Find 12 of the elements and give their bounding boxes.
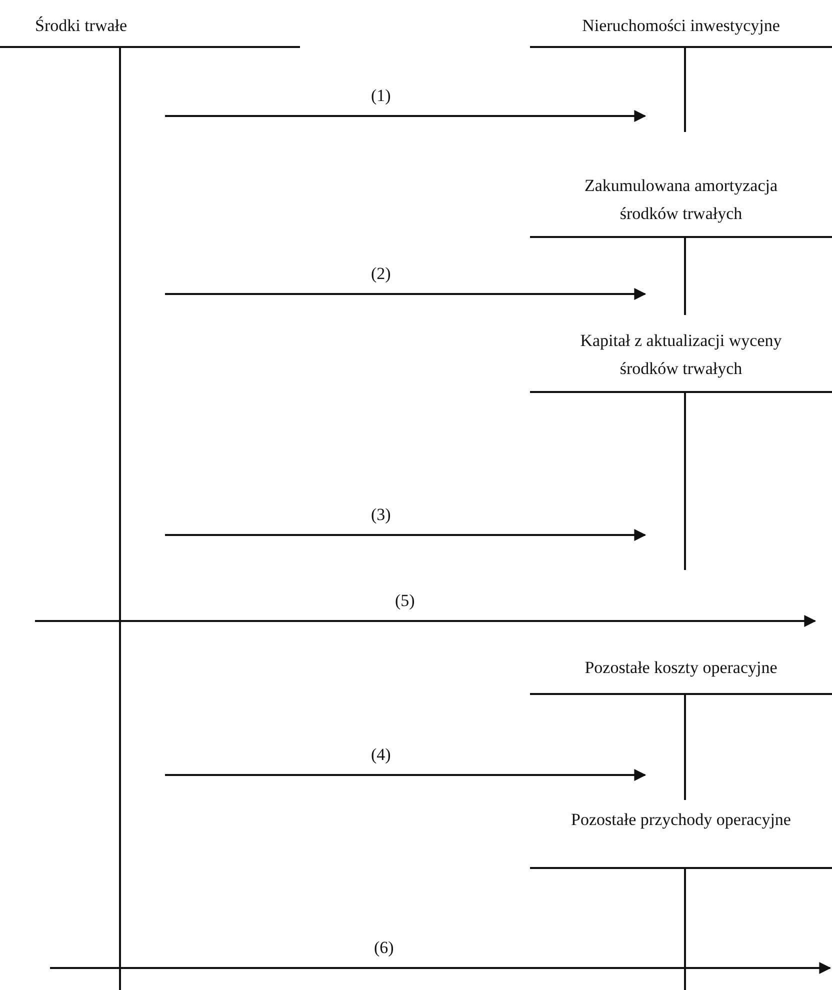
arrow	[165, 288, 646, 300]
account-title: Zakumulowana amortyzacja środków trwałych	[583, 175, 779, 225]
account-title: Kapitał z aktualizacji wyceny środków trwałych	[579, 330, 783, 380]
account-title: Środki trwałe	[35, 15, 128, 37]
account-title: Pozostałe koszty operacyjne	[584, 657, 778, 679]
arrow	[165, 529, 646, 541]
arrow	[165, 769, 646, 781]
arrow	[35, 615, 816, 627]
account-title: Pozostałe przychody operacyjne	[571, 809, 791, 831]
arrow	[165, 110, 646, 122]
arrow	[50, 962, 832, 974]
account-title: Nieruchomości inwestycyjne	[581, 15, 781, 37]
